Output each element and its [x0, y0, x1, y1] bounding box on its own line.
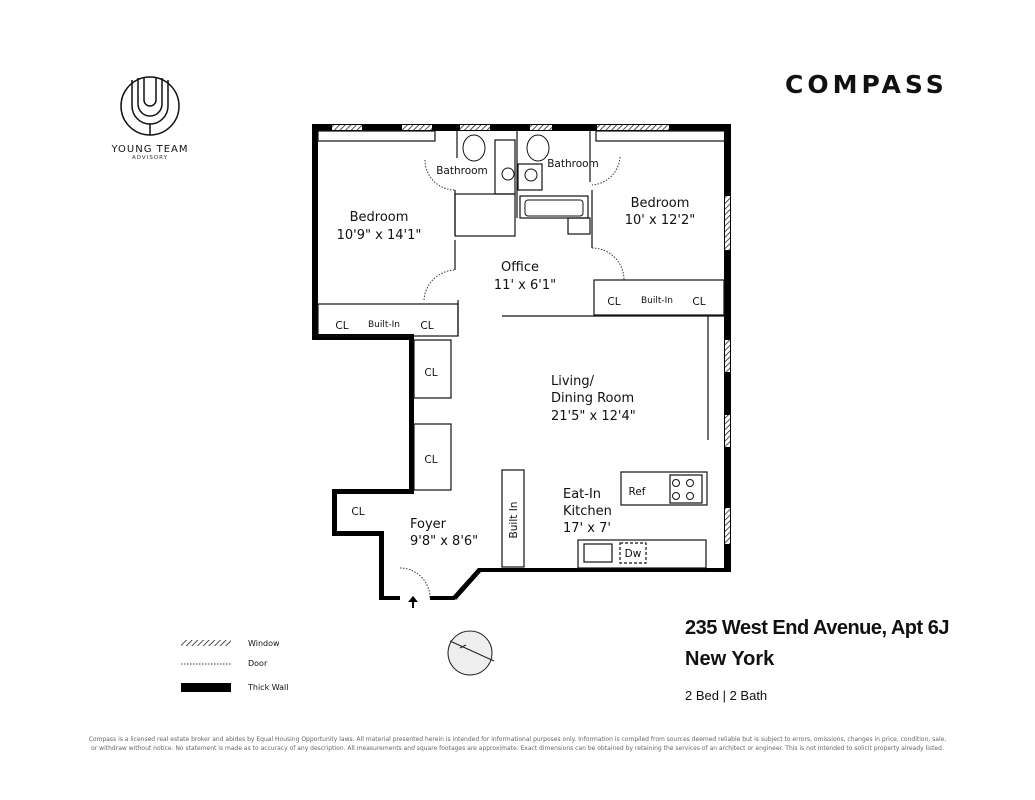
toilet-icon	[526, 134, 550, 162]
closet-label: CL	[424, 454, 437, 466]
disclaimer-line-1: Compass is a licensed real estate broker…	[88, 736, 947, 743]
logo-name: YOUNG TEAM	[111, 144, 189, 155]
closet-label: CL	[607, 296, 620, 308]
bathtub-icon	[524, 199, 584, 217]
legend-wall-swatch	[181, 683, 231, 692]
fixtures-icons	[462, 134, 694, 500]
toilet-icon	[462, 134, 486, 162]
disclaimer-line-2: or withdraw without notice. No statement…	[91, 745, 944, 752]
compass-rose-icon	[447, 630, 495, 676]
young-team-logo-mark	[120, 76, 180, 136]
office-label: Office	[501, 260, 539, 275]
bedroom-left-label: Bedroom	[350, 210, 409, 225]
burner-icon	[672, 479, 680, 487]
bedroom-left-dims: 10'9" x 14'1"	[337, 228, 422, 243]
listing-summary: 2 Bed | 2 Bath	[685, 688, 768, 703]
living-label-2: Dining Room	[551, 391, 634, 406]
legend-window-label: Window	[248, 639, 280, 648]
sink-icon	[524, 168, 538, 182]
closet-label: CL	[351, 506, 364, 518]
built-in-label: Built In	[508, 502, 520, 539]
listing-address: 235 West End Avenue, Apt 6J	[685, 617, 950, 639]
kitchen-label-2: Kitchen	[563, 504, 612, 519]
closet-label: CL	[424, 367, 437, 379]
entry-arrow-icon	[408, 596, 418, 608]
bedroom-right-label: Bedroom	[631, 196, 690, 211]
bedroom-right-dims: 10' x 12'2"	[625, 213, 695, 228]
foyer-label: Foyer	[410, 517, 447, 532]
sink-icon	[501, 167, 515, 181]
bathroom-right-label: Bathroom	[547, 158, 599, 170]
foyer-dims: 9'8" x 8'6"	[410, 534, 478, 549]
built-in-label: Built-In	[641, 296, 673, 306]
bathroom-left-label: Bathroom	[436, 165, 488, 177]
closet-label: CL	[420, 320, 433, 332]
dishwasher-label: Dw	[625, 548, 642, 560]
compass-logo: COMPASS	[785, 70, 948, 99]
kitchen-label-1: Eat-In	[563, 487, 601, 502]
closet-label: CL	[335, 320, 348, 332]
legend	[181, 640, 231, 692]
doors	[399, 156, 625, 599]
interior-walls	[317, 130, 727, 569]
office-dims: 11' x 6'1"	[494, 278, 556, 293]
closet-label: CL	[692, 296, 705, 308]
legend-door-label: Door	[248, 659, 268, 668]
legend-window-swatch	[181, 640, 231, 646]
living-dims: 21'5" x 12'4"	[551, 409, 636, 424]
disclaimer: Compass is a licensed real estate broker…	[0, 735, 1035, 753]
refrigerator-label: Ref	[629, 486, 646, 498]
young-team-logo: YOUNG TEAM ADVISORY	[108, 74, 192, 161]
built-in-label: Built-In	[368, 320, 400, 330]
legend-thick-wall-label: Thick Wall	[248, 683, 289, 692]
listing-city: New York	[685, 648, 775, 670]
windows	[332, 125, 730, 544]
living-label-1: Living/	[551, 374, 595, 389]
kitchen-dims: 17' x 7'	[563, 521, 611, 536]
logo-sub: ADVISORY	[132, 155, 168, 161]
